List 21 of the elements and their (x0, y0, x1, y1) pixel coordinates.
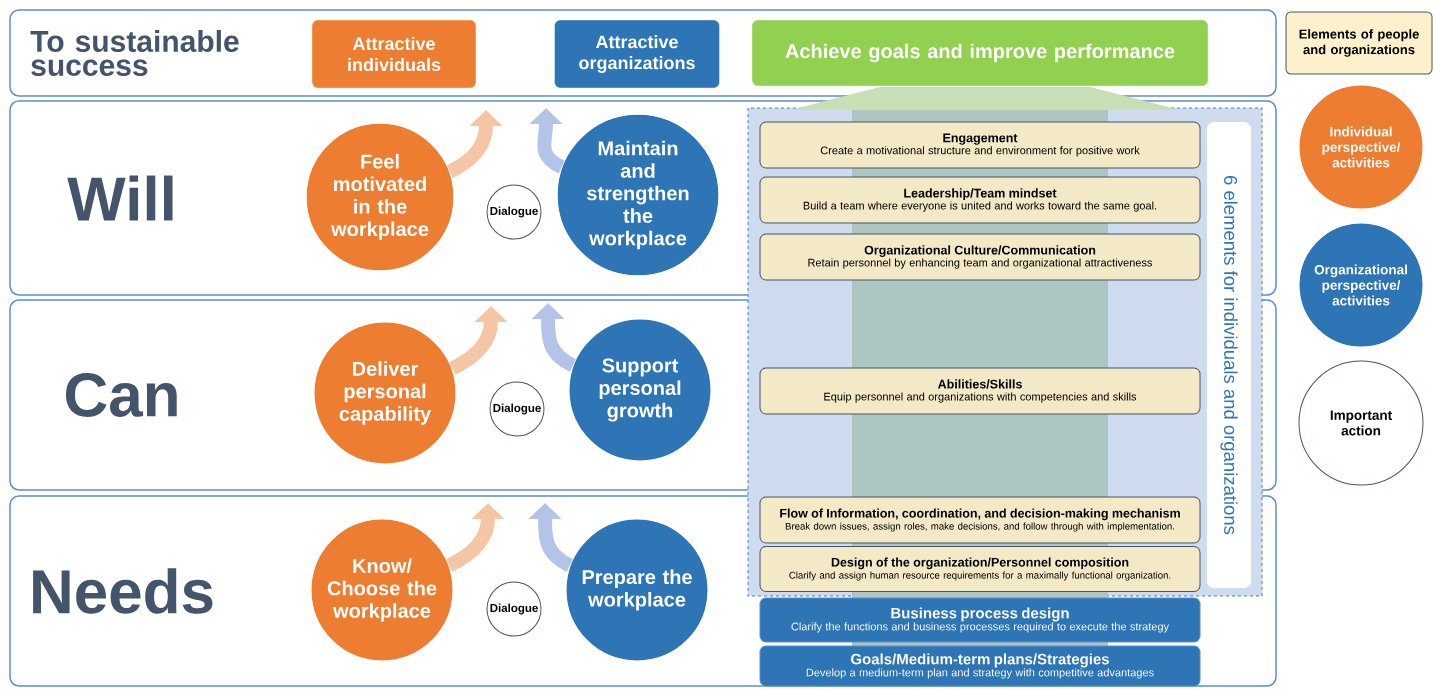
curved-arrow (529, 108, 565, 174)
element-box: Abilities/Skills Equip personnel and organizations with competencies and skills (759, 367, 1201, 415)
element-box: Organizational Culture/Communication Retain personnel by enhancing team and organizational attractiveness (759, 233, 1201, 281)
legend-item: Elements of people and organizations (1285, 11, 1433, 75)
row-label: Will (67, 175, 173, 221)
legend-item: Organizational perspective/ activities (1298, 222, 1424, 348)
legend-item: Important action (1298, 360, 1424, 486)
element-box: Leadership/Team mindset Build a team where everyone is united and works toward the same goal. (759, 176, 1201, 224)
legend-item: Individual perspective/ activities (1298, 84, 1424, 210)
heading: To sustainable success (30, 30, 239, 76)
element-box: Flow of Information, coordination, and decision-making mechanism Break down issues, assign roles, make decisions, and follow through with implementation. (759, 496, 1201, 544)
element-box: Engagement Create a motivational structure and environment for positive work (759, 121, 1201, 169)
foundation-box: Goals/Medium-term plans/Strategies Develop a medium-term plan and strategy with competitive advantages (759, 645, 1201, 687)
row-label: Can (66, 373, 177, 417)
title-box: Attractive organizations (554, 19, 720, 89)
foundation-box: Business process design Clarify the functions and business processes required to execute the strategy (759, 597, 1201, 643)
row-label: Needs (33, 568, 213, 614)
goal-box: Achieve goals and improve performance (751, 19, 1209, 87)
title-box: Attractive individuals (311, 19, 477, 89)
vertical-label: 6 elements for individuals and organizations (1207, 122, 1251, 588)
element-box: Design of the organization/Personnel composition Clarify and assign human resource requirements for a maximally functional organization. (759, 546, 1201, 592)
